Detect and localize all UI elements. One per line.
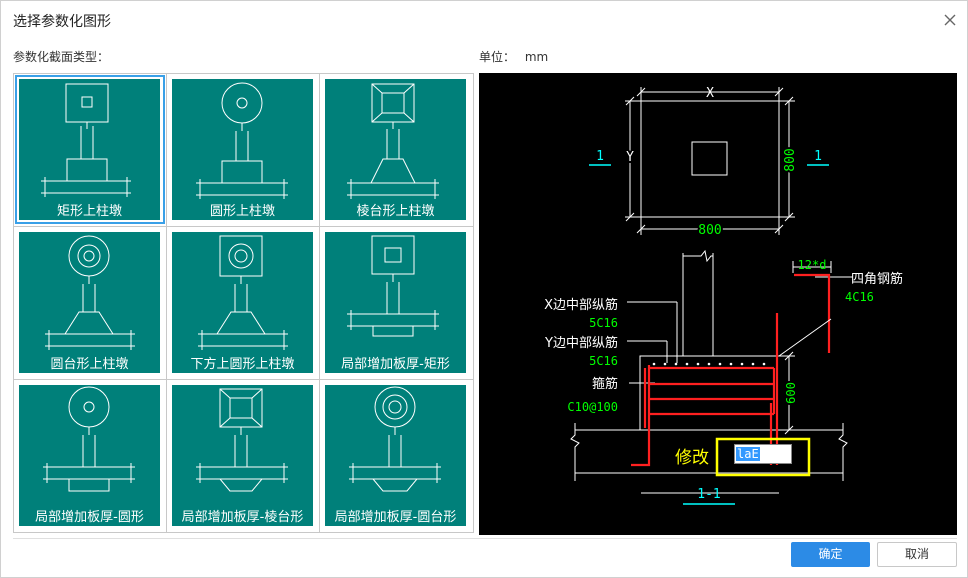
cad-preview: X Y 800 800 1 1: [479, 73, 957, 535]
section-height-dim: 600: [784, 382, 798, 404]
grid-divider: [166, 74, 167, 532]
shape-label: 局部增加板厚-矩形: [341, 357, 450, 372]
grid-divider: [14, 226, 473, 227]
unit-label: 单位： mm: [479, 48, 548, 65]
grid-divider: [14, 379, 473, 380]
selection-highlight: [15, 75, 165, 224]
frustum-pier-diagram: [347, 83, 439, 199]
modify-label: 修改: [675, 448, 709, 468]
shape-option-local-thicken-rect[interactable]: 局部增加板厚-矩形: [320, 227, 473, 380]
shape-tile: 圆形上柱墩: [172, 79, 313, 220]
y-bar-label: Y边中部纵筋: [544, 335, 618, 351]
thicken-round-diagram: [43, 386, 135, 492]
shape-option-local-thicken-cone[interactable]: 局部增加板厚-圆台形: [320, 380, 473, 533]
x-bar-label: X边中部纵筋: [544, 297, 618, 313]
cad-preview-drawing: X Y 800 800 1 1: [544, 86, 903, 505]
plan-x-label: X: [706, 86, 714, 101]
shape-tile: 局部增加板厚-矩形: [325, 232, 466, 373]
section-title: 1-1: [697, 487, 720, 502]
section-type-label: 参数化截面类型：: [13, 50, 110, 64]
shape-option-frustum-column-pier[interactable]: 棱台形上柱墩: [320, 74, 473, 227]
section-mark-right: 1: [814, 149, 822, 164]
stirrup-value: C10@100: [567, 400, 618, 414]
square-round-pier-diagram: [198, 235, 288, 350]
corner-bar-hook: [794, 273, 831, 353]
cone-pier-diagram: [45, 235, 135, 350]
unit-value: mm: [524, 50, 549, 64]
shape-label: 棱台形上柱墩: [356, 204, 435, 219]
x-bar-value: 5C16: [589, 316, 618, 330]
shape-label: 下方上圆形上柱墩: [190, 357, 295, 372]
plan-y-label: Y: [626, 150, 634, 165]
y-bar-value: 5C16: [589, 354, 618, 368]
shape-label: 局部增加板厚-棱台形: [181, 510, 304, 525]
shape-option-local-thicken-round[interactable]: 局部增加板厚-圆形: [14, 380, 167, 533]
shape-option-local-thicken-frustum[interactable]: 局部增加板厚-棱台形: [167, 380, 320, 533]
thicken-cone-diagram: [349, 386, 441, 492]
shape-option-rect-column-pier[interactable]: 矩形上柱墩: [14, 74, 167, 227]
rect-pier-diagram: [41, 83, 131, 197]
section-mark-left: 1: [596, 149, 604, 164]
shape-label: 局部增加板厚-圆台形: [334, 510, 457, 525]
shape-label: 圆形上柱墩: [209, 204, 275, 219]
shape-tile: 棱台形上柱墩: [325, 79, 466, 220]
shape-tile: 局部增加板厚-棱台形: [172, 385, 313, 526]
plan-height-dim: 800: [783, 148, 798, 171]
thicken-rect-diagram: [347, 235, 439, 337]
stirrup-label: 箍筋: [592, 376, 618, 392]
shape-tile: 下方上圆形上柱墩: [172, 232, 313, 373]
unit-label-text: 单位：: [479, 50, 516, 64]
shape-tile: 局部增加板厚-圆形: [19, 385, 160, 526]
shape-tile: 圆台形上柱墩: [19, 232, 160, 373]
shape-label: 矩形上柱墩: [56, 204, 122, 219]
modify-input-selection: laE: [736, 447, 760, 461]
corner-bar-label: 四角钢筋: [851, 271, 903, 287]
plan-width-dim: 800: [698, 223, 721, 238]
plan-outline: [640, 100, 780, 218]
corner-bar-value: 4C16: [845, 290, 874, 304]
grid-divider: [319, 74, 320, 532]
thicken-frustum-diagram: [196, 388, 288, 492]
ok-button[interactable]: 确定: [791, 542, 870, 567]
shape-option-cone-column-pier[interactable]: 圆台形上柱墩: [14, 227, 167, 380]
shape-tile: 局部增加板厚-圆台形: [325, 385, 466, 526]
dialog-title: 选择参数化图形: [13, 14, 111, 30]
cancel-button[interactable]: 取消: [877, 542, 957, 567]
plan-column: [691, 141, 728, 176]
modify-highlight: [715, 437, 811, 477]
hook-length-label: 12*d: [798, 258, 827, 272]
shape-label: 圆台形上柱墩: [50, 357, 129, 372]
shape-label: 局部增加板厚-圆形: [35, 510, 144, 525]
round-pier-diagram: [196, 82, 288, 199]
shape-grid: 矩形上柱墩 圆形上柱墩: [13, 73, 474, 533]
shape-option-round-column-pier[interactable]: 圆形上柱墩: [167, 74, 320, 227]
shape-tile: 矩形上柱墩: [19, 79, 160, 220]
shape-option-square-bottom-round-top-pier[interactable]: 下方上圆形上柱墩: [167, 227, 320, 380]
close-icon[interactable]: [939, 9, 961, 31]
modify-input[interactable]: laE: [734, 444, 792, 464]
footer-divider: [13, 538, 957, 539]
